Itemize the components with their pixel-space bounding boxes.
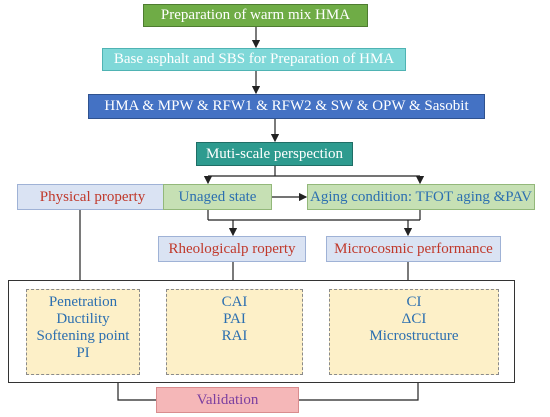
aging-condition-box: Aging condition: TFOT aging &PAV — [307, 184, 535, 210]
perspective-step: Muti-scale perspection — [196, 142, 353, 166]
unaged-state-box: Unaged state — [163, 184, 272, 210]
samples-step: HMA & MPW & RFW1 & RFW2 & SW & OPW & Sas… — [88, 94, 485, 119]
rheological-property-box: Rheologicalp roperty — [158, 236, 306, 262]
physical-property-box: Physical property — [17, 184, 168, 210]
rheological-results-panel: CAI PAI RAI — [166, 289, 303, 375]
physical-property-label: Physical property — [39, 188, 146, 205]
physical-item: Softening point — [36, 328, 130, 344]
physical-item: PI — [76, 345, 90, 361]
microcosmic-item: Microstructure — [369, 328, 459, 344]
warm-mix-step: Preparation of warm mix HMA — [143, 4, 368, 27]
microcosmic-item: CI — [406, 294, 422, 310]
physical-results-panel: Penetration Ductility Softening point PI — [26, 289, 140, 375]
perspective-label: Muti-scale perspection — [205, 145, 344, 162]
physical-item: Penetration — [48, 294, 118, 310]
aging-condition-label: Aging condition: TFOT aging &PAV — [310, 188, 532, 205]
rheological-item: RAI — [221, 328, 248, 344]
microcosmic-item: ΔCI — [401, 311, 427, 327]
validation-link-right — [299, 383, 419, 401]
samples-label: HMA & MPW & RFW1 & RFW2 & SW & OPW & Sas… — [104, 98, 469, 114]
rheological-item: PAI — [223, 311, 246, 327]
rheological-item: CAI — [221, 294, 248, 310]
microcosmic-results-panel: CI ΔCI Microstructure — [329, 289, 499, 375]
base-asphalt-step: Base asphalt and SBS for Preparation of … — [102, 48, 406, 71]
unaged-state-label: Unaged state — [178, 188, 257, 205]
rheological-property-label: Rheologicalp roperty — [168, 240, 296, 257]
microcosmic-performance-label: Microcosmic performance — [334, 240, 493, 257]
validation-link-left — [117, 383, 156, 401]
base-asphalt-label: Base asphalt and SBS for Preparation of … — [113, 51, 395, 67]
warm-mix-label: Preparation of warm mix HMA — [160, 7, 351, 23]
validation-box: Validation — [156, 387, 299, 413]
validation-label: Validation — [196, 391, 259, 408]
microcosmic-performance-box: Microcosmic performance — [326, 236, 501, 262]
physical-item: Ductility — [56, 311, 110, 327]
